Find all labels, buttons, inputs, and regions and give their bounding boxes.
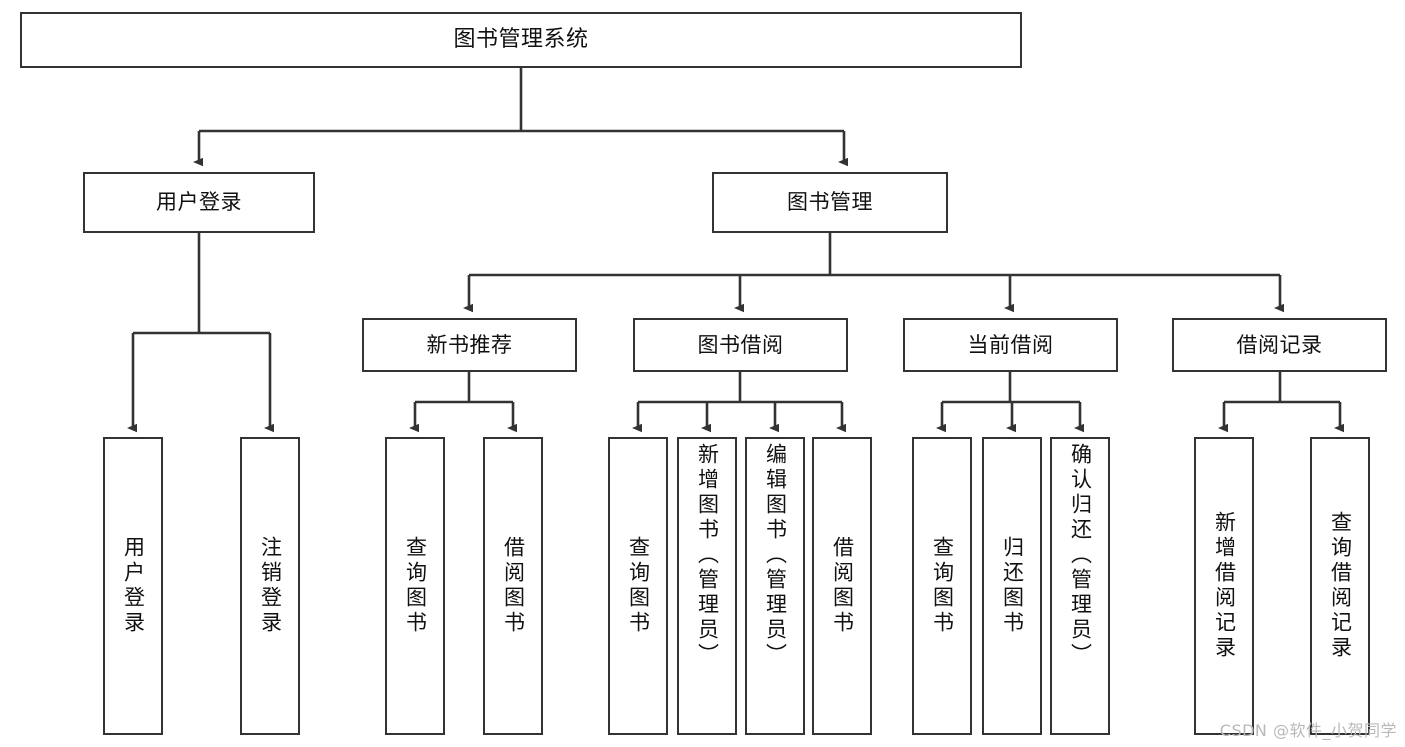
node-user-login[interactable]: 用户登录 (83, 172, 315, 233)
node-new-book-recommend[interactable]: 新书推荐 (362, 318, 577, 372)
node-label: 借阅图书 (501, 536, 526, 636)
node-book-borrow[interactable]: 图书借阅 (633, 318, 848, 372)
node-root-book-management-system[interactable]: 图书管理系统 (20, 12, 1022, 68)
watermark: CSDN @软件_小贺同学 (1219, 721, 1397, 740)
node-leaf-recommend-borrow-book[interactable]: 借阅图书 (483, 437, 543, 735)
node-leaf-recommend-query-book[interactable]: 查询图书 (385, 437, 445, 735)
node-label: 当前借阅 (967, 332, 1054, 357)
node-leaf-records-add-record[interactable]: 新增借阅记录 (1194, 437, 1254, 735)
node-label: 确认归还（管理员） (1068, 443, 1093, 668)
node-leaf-borrow-query-book[interactable]: 查询图书 (608, 437, 668, 735)
node-label: 注销登录 (258, 536, 283, 636)
node-label: 借阅图书 (830, 536, 855, 636)
node-label: 新增图书（管理员） (695, 443, 720, 668)
node-book-management[interactable]: 图书管理 (712, 172, 948, 233)
node-leaf-current-confirm-return[interactable]: 确认归还（管理员） (1050, 437, 1110, 735)
node-label: 用户登录 (156, 190, 242, 215)
node-label: 查询图书 (403, 536, 428, 636)
node-label: 用户登录 (121, 536, 146, 636)
node-label: 图书借阅 (697, 332, 784, 357)
node-label: 新增借阅记录 (1212, 511, 1237, 661)
node-label: 图书管理系统 (453, 27, 589, 53)
node-leaf-borrow-edit-book[interactable]: 编辑图书（管理员） (745, 437, 805, 735)
node-leaf-borrow-borrow-book[interactable]: 借阅图书 (812, 437, 872, 735)
node-leaf-user-login[interactable]: 用户登录 (103, 437, 163, 735)
node-label: 查询图书 (930, 536, 955, 636)
node-leaf-user-logout[interactable]: 注销登录 (240, 437, 300, 735)
node-current-borrow[interactable]: 当前借阅 (903, 318, 1118, 372)
node-leaf-borrow-add-book[interactable]: 新增图书（管理员） (677, 437, 737, 735)
node-leaf-current-return-book[interactable]: 归还图书 (982, 437, 1042, 735)
node-label: 归还图书 (1000, 536, 1025, 636)
node-label: 查询借阅记录 (1328, 511, 1353, 661)
node-label: 查询图书 (626, 536, 651, 636)
node-label: 新书推荐 (426, 332, 513, 357)
node-label: 编辑图书（管理员） (763, 443, 788, 668)
node-label: 图书管理 (787, 190, 873, 215)
node-leaf-current-query-book[interactable]: 查询图书 (912, 437, 972, 735)
node-label: 借阅记录 (1236, 332, 1323, 357)
node-leaf-records-query-record[interactable]: 查询借阅记录 (1310, 437, 1370, 735)
node-borrow-records[interactable]: 借阅记录 (1172, 318, 1387, 372)
